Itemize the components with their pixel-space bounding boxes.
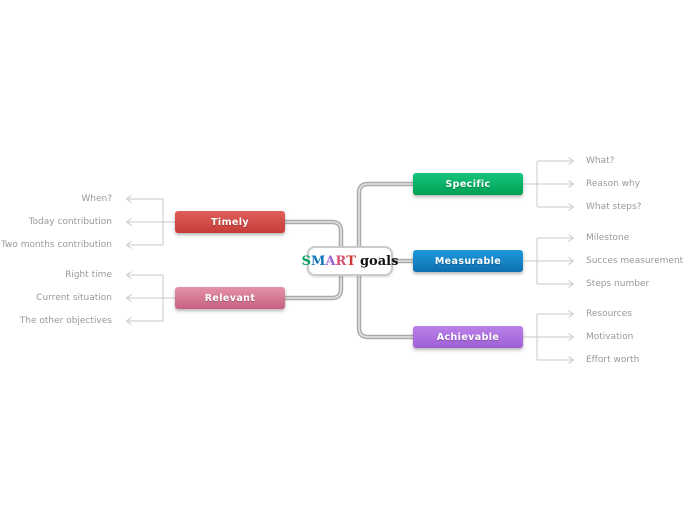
leaf-node-current-situation[interactable]: Current situation — [36, 293, 112, 303]
leaf-node-the-other-objectives[interactable]: The other objectives — [19, 316, 112, 326]
leaf-lines-relevant — [128, 274, 175, 322]
arrowheads-specific — [568, 157, 574, 211]
arrowheads-measurable — [568, 234, 574, 288]
leaf-node-today-contribution[interactable]: Today contribution — [28, 217, 112, 227]
central-letter-t: T — [346, 253, 356, 269]
arrowheads-timely — [126, 195, 132, 249]
leaf-node-steps-number[interactable]: Steps number — [586, 279, 650, 289]
central-letter-a: A — [325, 253, 336, 269]
leaf-node-what-steps[interactable]: What steps? — [586, 202, 642, 212]
leaf-lines-timely — [128, 198, 175, 246]
leaf-node-reason-why[interactable]: Reason why — [586, 179, 641, 189]
leaf-node-motivation[interactable]: Motivation — [586, 332, 634, 342]
leaf-node-succes-measurement[interactable]: Succes measurement — [586, 256, 684, 266]
branch-label-measurable: Measurable — [434, 255, 502, 267]
branch-label-relevant: Relevant — [204, 292, 256, 304]
leaf-lines-achievable — [523, 313, 572, 361]
arrowheads-achievable — [568, 310, 574, 364]
branch-node-measurable[interactable]: Measurable — [413, 250, 523, 272]
central-letter-m: M — [310, 253, 326, 269]
leaf-node-effort-worth[interactable]: Effort worth — [586, 355, 640, 365]
central-letter-s: S — [301, 253, 311, 269]
central-suffix: goals — [359, 253, 399, 269]
leaf-node-milestone[interactable]: Milestone — [586, 233, 630, 243]
central-letter-r: R — [335, 253, 347, 269]
leaf-node-what[interactable]: What? — [586, 156, 615, 166]
arrowheads-relevant — [126, 271, 132, 325]
leaf-lines-specific — [523, 160, 572, 208]
branch-node-relevant[interactable]: Relevant — [175, 287, 285, 309]
branch-label-specific: Specific — [445, 178, 491, 190]
branch-node-timely[interactable]: Timely — [175, 211, 285, 233]
leaf-node-resources[interactable]: Resources — [586, 309, 632, 319]
leaf-lines-measurable — [523, 237, 572, 285]
branch-label-achievable: Achievable — [436, 331, 500, 343]
leaf-node-two-months-contribution[interactable]: Two months contribution — [0, 240, 112, 250]
branch-node-specific[interactable]: Specific — [413, 173, 523, 195]
branch-label-timely: Timely — [211, 216, 249, 228]
leaf-node-when[interactable]: When? — [81, 194, 112, 204]
leaf-node-right-time[interactable]: Right time — [65, 270, 112, 280]
branch-node-achievable[interactable]: Achievable — [413, 326, 523, 348]
